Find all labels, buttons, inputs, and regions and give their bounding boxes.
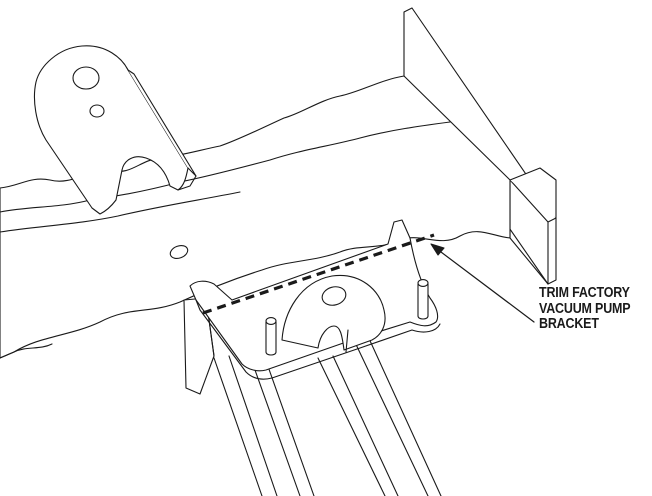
callout-line-2: VACUUM PUMP — [539, 300, 631, 317]
trim-line — [202, 233, 435, 315]
vacuum-pump-bracket — [183, 219, 441, 395]
callout-arrowhead — [430, 243, 445, 256]
callout-line-3: BRACKET — [539, 316, 599, 332]
left-upright-ear — [33, 45, 197, 215]
callout-label: TRIM FACTORY VACUUM PUMP BRACKET — [539, 285, 635, 333]
frame-crossmember — [0, 75, 511, 359]
callout-leader — [430, 243, 535, 323]
callout-line-1: TRIM FACTORY — [539, 285, 630, 301]
lower-rails — [213, 331, 442, 496]
